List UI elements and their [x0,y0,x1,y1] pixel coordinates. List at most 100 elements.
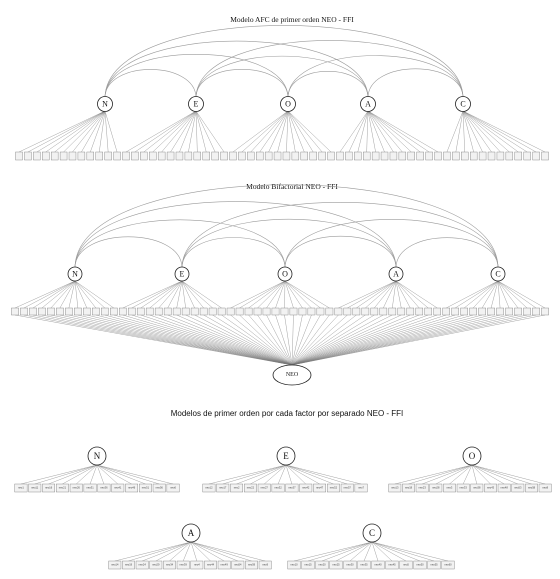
item-label: neo39 [180,563,188,567]
general-factor-loading-line [291,314,546,366]
general-factor-loading-line [291,314,474,366]
bifactor-loading-line [383,280,397,309]
separate-loading-line [20,464,98,485]
bifactor-loading-line [395,280,420,309]
bifactor-item-box [325,307,334,316]
general-factor-loading-line [291,314,456,366]
afc-item-box [371,151,380,161]
general-factor-loading-line [167,314,293,366]
bifactor-item-box [442,307,450,316]
item-label: neo48 [501,486,509,490]
afc-loading-line [72,110,106,153]
bifactor-factor-C-label: C [495,270,500,279]
separate-loading-line [96,464,118,485]
item-box [257,483,271,493]
afc-loading-line [462,110,474,153]
separate-loading-line [307,541,373,562]
general-factor-loading-line [176,314,293,366]
separate-loading-line [96,464,160,485]
separate-factor-A-label: A [188,528,195,538]
afc-item-box [211,151,219,161]
item-label: neo46 [128,486,136,490]
general-factor-loading-line [230,314,293,366]
afc-item-box [229,151,237,161]
bifactor-item-box [83,307,91,316]
item-box [204,560,217,570]
separate-loading-line [190,541,238,562]
bifactor-item-box [74,307,82,316]
afc-item-box [523,151,531,161]
item-box [427,560,441,570]
general-factor-loading-line [113,314,293,366]
bifactor-loading-line [74,280,114,309]
separate-loading-line [76,464,98,485]
bifactor-item-box [92,307,100,316]
item-label: neo54 [234,563,242,567]
bifactor-loading-line [374,280,397,309]
bifactor-covariance-A-C [395,237,499,269]
general-factor-loading-line [291,314,510,366]
general-factor-loading-line [194,314,293,366]
afc-item-box [131,151,139,161]
general-factor-loading-line [291,314,321,366]
bifactor-loading-line [481,280,499,309]
afc-item-box [541,151,549,161]
bifactor-loading-line [497,280,528,309]
afc-loading-line [367,110,403,153]
afc-loading-line [462,110,537,153]
bifactor-covariance-E-O [181,237,286,269]
bifactor-loading-line [497,280,510,309]
afc-item-box [363,151,371,161]
item-label: neo32 [274,486,282,490]
item-label: neo36 [100,486,108,490]
bifactor-item-box [514,307,522,316]
bifactor-loading-line [395,280,402,309]
separate-loading-line [222,464,287,485]
separate-loading-line [128,541,192,562]
afc-factor-C-label: C [460,100,465,109]
afc-loading-line [143,110,197,153]
afc-item-box [291,151,300,161]
afc-loading-line [367,110,430,153]
bifactor-loading-line [395,280,429,309]
bifactor-item-box [505,307,513,316]
afc-item-box [389,151,398,161]
bifactor-item-box [11,307,19,316]
general-factor-loading-line [291,314,366,366]
item-label: neo9 [262,563,268,567]
separate-loading-line [408,464,473,485]
bifactor-item-box [298,307,307,316]
afc-item-box [354,151,362,161]
item-label: neo6 [170,486,176,490]
item-box [326,483,340,493]
item-box [69,483,83,493]
afc-item-box [86,151,94,161]
afc-loading-line [27,110,106,153]
bifactor-loading-line [284,280,321,309]
separate-loading-line [190,541,211,562]
separate-loading-line [285,464,293,485]
afc-item-box [166,151,175,161]
item-label: neo30 [346,563,354,567]
separate-loading-line [277,464,287,485]
bifactor-loading-line [158,280,183,309]
bifactor-item-box [29,307,37,316]
item-box [271,483,285,493]
afc-item-box [256,151,264,161]
bifactor-covariance-O-A [284,235,397,269]
general-factor-loading-line [275,314,293,366]
afc-loading-line [134,110,197,153]
afc-loading-line [125,110,197,153]
afc-item-box [416,151,424,161]
afc-factor-O-label: O [285,100,291,109]
bifactor-loading-line [68,280,76,309]
item-label: neo45 [388,563,396,567]
bifactor-loading-line [497,280,546,309]
bifactor-covariance-E-C [181,202,499,269]
item-label: neo56 [156,486,164,490]
afc-loading-line [99,110,106,153]
general-factor-loading-line [239,314,293,366]
item-box [83,483,97,493]
general-factor-loading-line [291,314,528,366]
